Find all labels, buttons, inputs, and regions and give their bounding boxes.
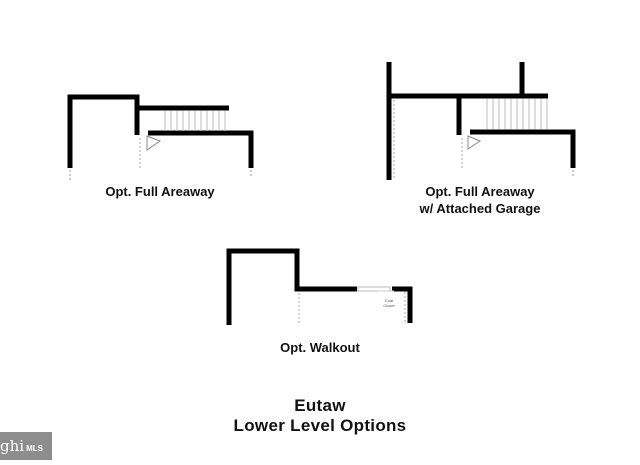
plan3-left-wall (226, 248, 357, 325)
plan1-right-wall (148, 130, 254, 168)
plan3-right-wall (392, 286, 413, 323)
plan3-closet-label-2: Closet (383, 303, 395, 308)
page-title-line1: Eutaw (294, 396, 346, 415)
plan2-door-swing (467, 135, 482, 150)
plan-full-areaway-garage (386, 62, 576, 180)
plan2-caption-line1: Opt. Full Areaway (425, 184, 535, 199)
plan3-closet-label-1: Coat (385, 298, 394, 303)
plan2-right-wall (470, 129, 576, 168)
plan-full-areaway (67, 94, 254, 180)
plan-walkout (226, 248, 413, 325)
plan1-outer-wall (67, 94, 140, 168)
plan3-closet (357, 286, 391, 292)
plan2-stair-treads (486, 99, 548, 129)
watermark-main: ghi (0, 437, 25, 455)
plan1-caption: Opt. Full Areaway (105, 184, 215, 199)
page-title-line2: Lower Level Options (233, 416, 407, 435)
plan1-stair-treads (164, 111, 226, 131)
plan3-caption: Opt. Walkout (280, 340, 360, 355)
plan2-caption-line2: w/ Attached Garage (419, 201, 541, 216)
watermark-small: MLS (26, 444, 43, 453)
plan2-caption: Opt. Full Areaway w/ Attached Garage (400, 183, 560, 217)
plan1-door-swing (146, 135, 162, 151)
